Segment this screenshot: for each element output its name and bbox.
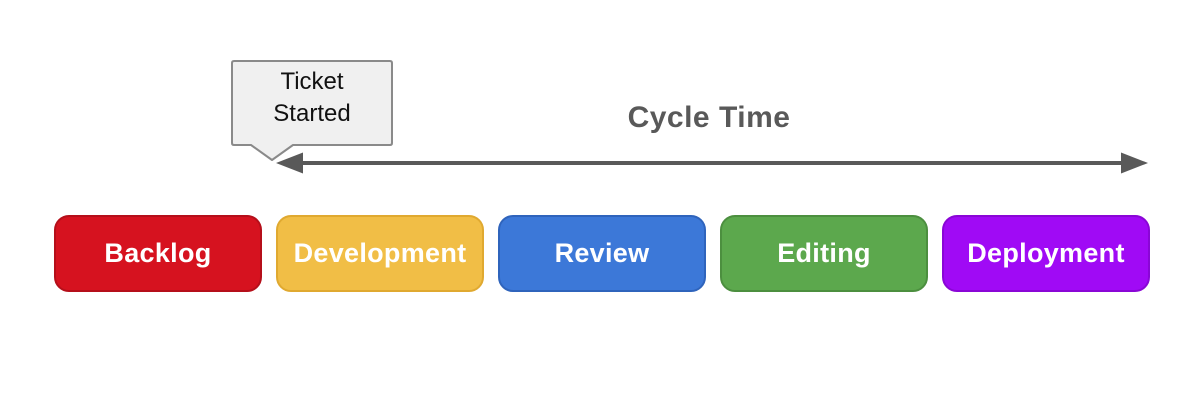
arrow-head-right	[1121, 152, 1148, 174]
stage-backlog-label: Backlog	[104, 238, 212, 268]
stage-editing: Editing	[720, 215, 928, 292]
cycle-time-label: Cycle Time	[627, 101, 791, 134]
stage-deployment: Deployment	[942, 215, 1150, 292]
ticket-started-text: Ticket Started	[231, 66, 393, 136]
stage-review: Review	[498, 215, 706, 292]
stage-development: Development	[276, 215, 484, 292]
stage-review-label: Review	[554, 238, 650, 268]
stage-editing-label: Editing	[777, 238, 871, 268]
stage-development-label: Development	[293, 238, 467, 268]
stage-deployment-label: Deployment	[967, 238, 1125, 268]
arrow-head-left	[276, 152, 303, 174]
ticket-started-line2: Started	[273, 100, 351, 127]
ticket-started-line1: Ticket	[280, 68, 344, 95]
stage-row: Backlog Development Review Editing Deplo…	[54, 215, 1150, 292]
stage-backlog: Backlog	[54, 215, 262, 292]
